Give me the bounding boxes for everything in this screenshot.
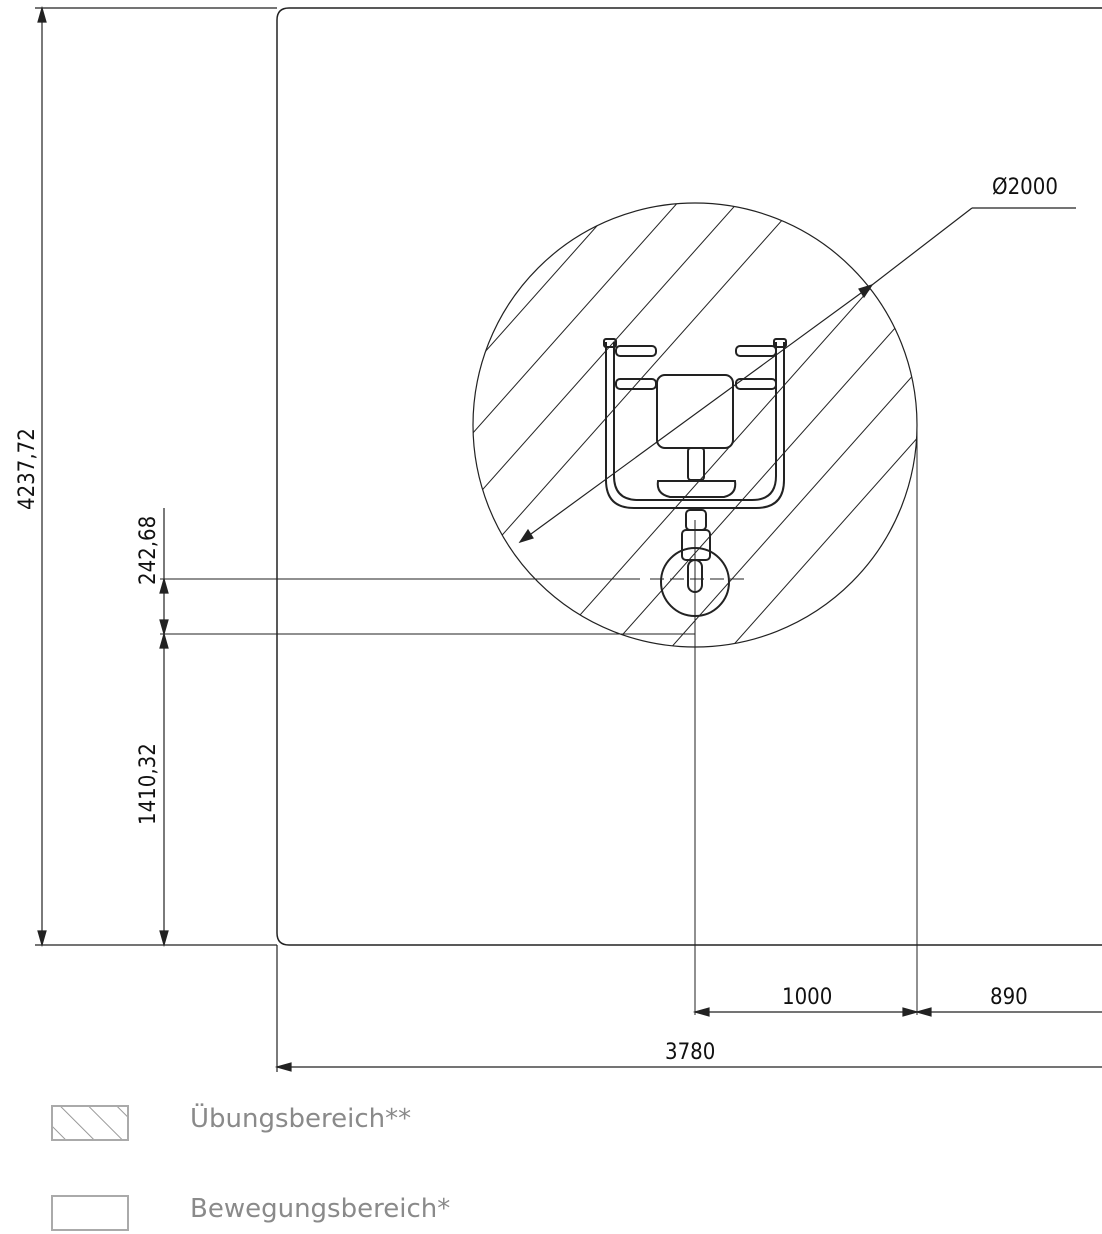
movement-area-swatch [51, 1195, 129, 1231]
legend-movement-area: Bewegungsbereich* [50, 1192, 650, 1232]
dimension-width-total-label: 3780 [665, 1040, 715, 1065]
dimension-offset-upper-label: 242,68 [136, 516, 161, 585]
dimension-side-offset-label: 890 [990, 985, 1028, 1010]
exercise-area-hatching [473, 203, 917, 647]
dimension-radius-offset-label: 1000 [782, 985, 832, 1010]
centre-lines [160, 520, 745, 1015]
dimension-horizontal [274, 945, 1102, 1072]
dimension-offset-upper [159, 508, 169, 948]
dimension-diameter-label: Ø2000 [992, 175, 1058, 200]
legend-exercise-area-label: Übungsbereich** [190, 1104, 412, 1134]
equipment-icon [603, 338, 787, 617]
legend-exercise-area: Übungsbereich** [50, 1102, 650, 1142]
dimension-diameter [518, 207, 1076, 544]
dimension-offset-lower-label: 1410,32 [136, 743, 161, 825]
movement-area-outline [276, 7, 1102, 946]
dimension-height-total-label: 4237,72 [15, 428, 40, 510]
exercise-area-swatch [51, 1105, 129, 1141]
dimension-height-total [35, 5, 277, 948]
legend-movement-area-label: Bewegungsbereich* [190, 1194, 451, 1224]
